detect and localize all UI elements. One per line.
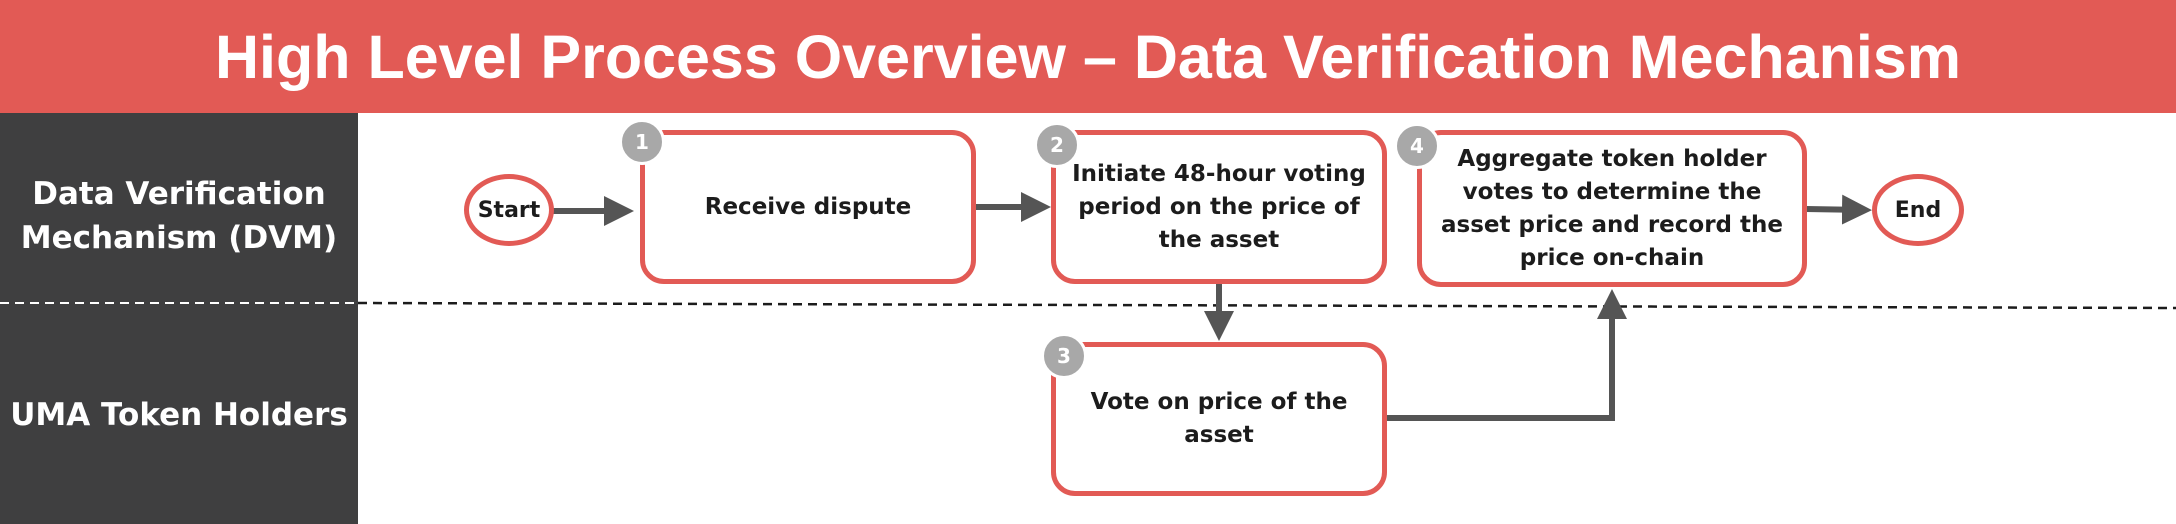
lane-label-token-holders: UMA Token Holders <box>10 397 348 433</box>
step-3-label: Vote on price of the asset <box>1090 389 1348 448</box>
end-label: End <box>1894 197 1942 223</box>
step-2-number: 2 <box>1050 133 1064 157</box>
arrow-step4-to-end <box>1805 194 1872 225</box>
step-1-box: Receive dispute <box>640 130 976 284</box>
lane-label-panel <box>0 113 358 524</box>
step-3-box: Vote on price of the asset <box>1051 342 1387 496</box>
step-4-box: Aggregate token holder votes to determin… <box>1417 130 1807 287</box>
step-4-number: 4 <box>1410 134 1424 158</box>
step-2-label: Initiate 48-hour voting period on the pr… <box>1072 160 1366 253</box>
step-1-number: 1 <box>635 130 649 154</box>
start-label: Start <box>477 197 541 223</box>
end-terminal: End <box>1872 174 1964 246</box>
step-4-label: Aggregate token holder votes to determin… <box>1441 145 1783 271</box>
step-3-badge: 3 <box>1041 333 1087 379</box>
step-1-label: Receive dispute <box>704 193 912 220</box>
lane-divider <box>357 301 2176 310</box>
step-1-badge: 1 <box>619 119 665 165</box>
step-4-badge: 4 <box>1394 123 1440 169</box>
step-2-badge: 2 <box>1034 122 1080 168</box>
start-terminal: Start <box>464 174 554 246</box>
step-3-number: 3 <box>1057 344 1071 368</box>
arrow-step3-to-step4 <box>1385 289 1627 421</box>
page-title: High Level Process Overview – Data Verif… <box>214 22 1961 91</box>
step-2-box: Initiate 48-hour voting period on the pr… <box>1051 130 1387 284</box>
title-banner: High Level Process Overview – Data Verif… <box>0 0 2176 113</box>
lane-label-dvm: Data Verification Mechanism (DVM) <box>20 176 338 256</box>
